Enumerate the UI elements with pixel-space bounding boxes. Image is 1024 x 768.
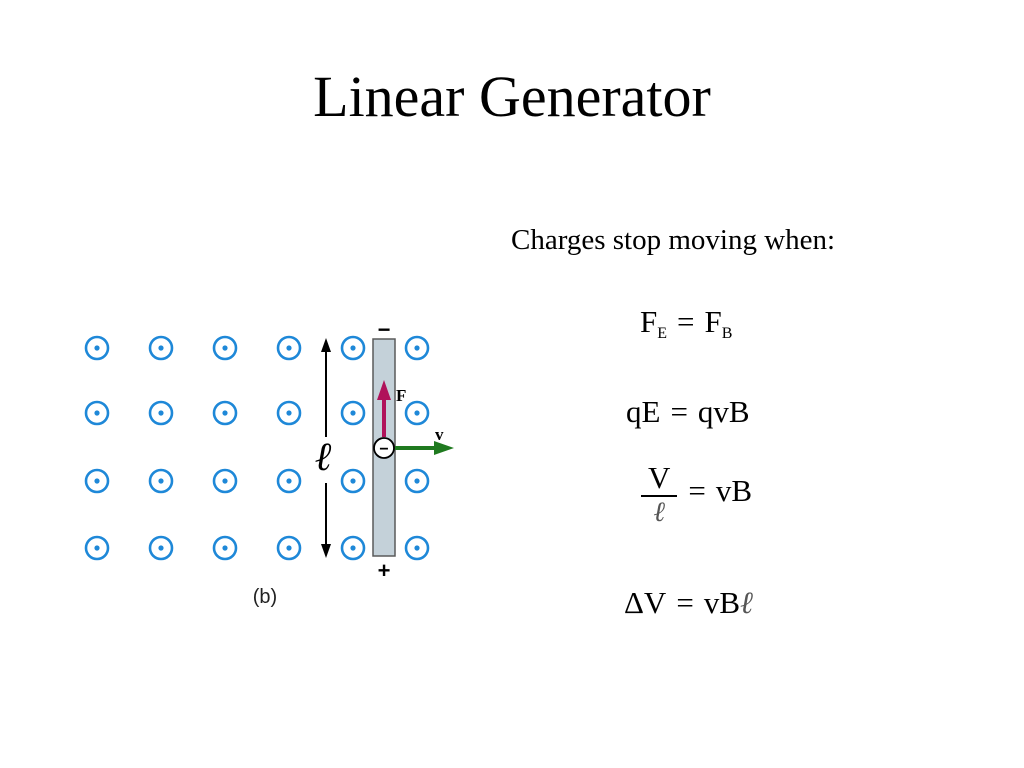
figure-caption: (b) <box>253 586 277 608</box>
rod-top-sign: − <box>378 317 391 342</box>
length-label: ℓ <box>315 434 332 480</box>
field-out-of-page-icon <box>404 335 430 361</box>
field-out-of-page-icon <box>404 468 430 494</box>
eq2-lhs: qE <box>626 394 661 429</box>
velocity-arrow <box>395 441 454 455</box>
slide-subtitle: Charges stop moving when: <box>511 224 836 256</box>
force-arrow <box>377 380 391 437</box>
rod-bottom-sign: + <box>378 558 391 583</box>
charge-sign: − <box>379 441 388 458</box>
field-out-of-page-icon <box>84 400 110 426</box>
eq4-rhs-ell: ℓ <box>740 585 753 621</box>
field-out-of-page-icon <box>404 400 430 426</box>
eq4-lhs: ΔV <box>624 585 667 620</box>
eq1-rhs: F <box>704 304 722 339</box>
length-dimension-arrow <box>321 338 331 558</box>
eq1-lhs-sub: E <box>657 325 668 342</box>
field-out-of-page-icon <box>276 468 302 494</box>
field-out-of-page-icon <box>148 335 174 361</box>
force-label: F <box>396 386 406 405</box>
field-out-of-page-icon <box>276 535 302 561</box>
eq3-equals: = <box>688 473 706 509</box>
field-out-of-page-icon <box>148 400 174 426</box>
eq2-equals: = <box>670 394 688 429</box>
eq3-denominator: ℓ <box>653 494 666 528</box>
field-out-of-page-icon <box>212 335 238 361</box>
field-out-of-page-icon <box>340 335 366 361</box>
eq1-rhs-sub: B <box>721 325 733 342</box>
field-out-of-page-icon <box>276 400 302 426</box>
field-out-of-page-icon <box>84 535 110 561</box>
eq2-rhs: qvB <box>697 394 750 429</box>
magnetic-field-grid <box>84 335 430 561</box>
eq3-fraction-bar <box>641 494 678 497</box>
eq1-lhs: F <box>640 304 658 339</box>
field-out-of-page-icon <box>212 535 238 561</box>
field-out-of-page-icon <box>340 400 366 426</box>
field-out-of-page-icon <box>276 335 302 361</box>
field-out-of-page-icon <box>404 535 430 561</box>
eq3-rhs: vB <box>715 473 753 509</box>
slide-title: Linear Generator <box>313 64 711 129</box>
field-out-of-page-icon <box>148 468 174 494</box>
field-out-of-page-icon <box>340 468 366 494</box>
eq4-equals: = <box>676 585 694 620</box>
equation-charge-forces: qE = qvB <box>626 396 750 427</box>
velocity-label: v <box>435 425 444 444</box>
equation-force-balance: FE=FB <box>640 306 732 342</box>
eq4-rhs: vB <box>703 585 740 620</box>
equation-field-ratio: V ℓ =vB <box>640 460 753 528</box>
eq3-numerator: V <box>648 460 671 495</box>
negative-charge <box>373 437 395 459</box>
field-out-of-page-icon <box>84 335 110 361</box>
eq1-equals: = <box>677 304 695 339</box>
field-out-of-page-icon <box>212 468 238 494</box>
field-out-of-page-icon <box>148 535 174 561</box>
field-out-of-page-icon <box>84 468 110 494</box>
field-out-of-page-icon <box>340 535 366 561</box>
field-out-of-page-icon <box>212 400 238 426</box>
eq3-fraction: V ℓ <box>640 460 678 528</box>
equation-emf: ΔV = vBℓ <box>624 587 753 619</box>
